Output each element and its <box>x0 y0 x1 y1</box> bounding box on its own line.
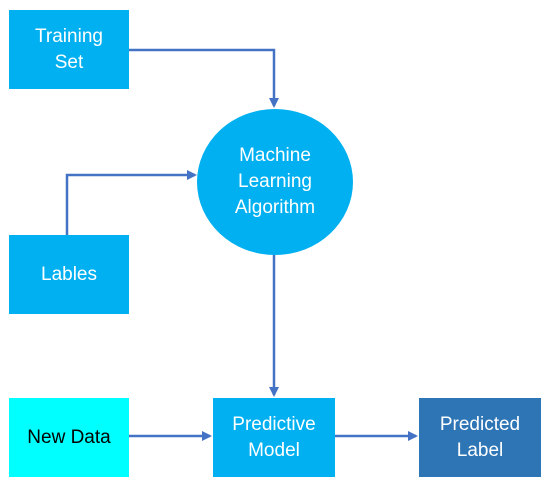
training-set-node: Training Set <box>9 10 129 89</box>
edge-training-to-ml <box>129 48 279 108</box>
labels-node: Lables <box>9 235 129 314</box>
edge-labels-to-ml <box>65 170 197 235</box>
new-data-node: New Data <box>9 398 129 477</box>
predictive-model-node: Predictive Model <box>213 398 335 477</box>
predicted-label-node: Predicted Label <box>419 398 541 477</box>
ml-algorithm-node: Machine Learning Algorithm <box>197 109 353 255</box>
